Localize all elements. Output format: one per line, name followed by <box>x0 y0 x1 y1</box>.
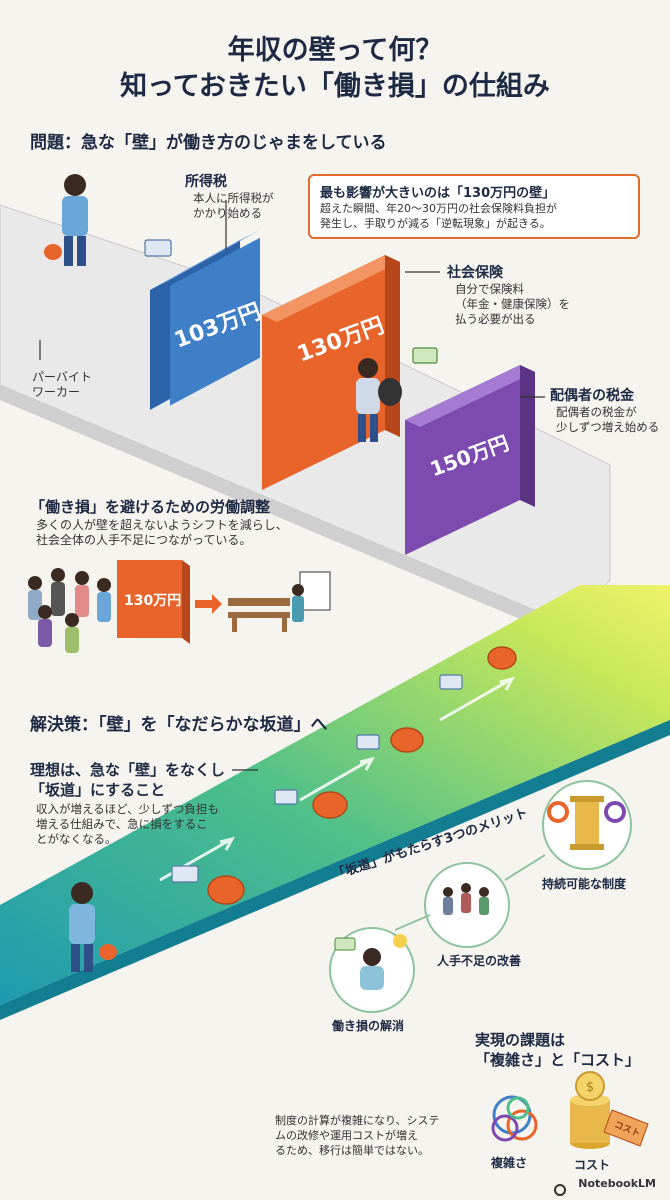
page-title-line1: 年収の壁って何？ <box>227 35 443 66</box>
brand-icon <box>554 1184 566 1196</box>
ideal-body: 収入が増えるほど、少しずつ負担も 増える仕組みで、急に損をするこ とがなくなる。 <box>36 802 219 846</box>
problem-heading: 問題：急な「壁」が働き方のじゃまをしている <box>30 133 387 153</box>
solution-heading: 解決策：「壁」を「なだらかな坂道」へ <box>30 715 328 735</box>
merit-1-label: 働き損の解消 <box>332 1019 405 1033</box>
income-tax-title: 所得税 <box>185 174 227 190</box>
merit-icon-person <box>334 934 407 990</box>
bench <box>228 598 290 632</box>
social-insurance-body: 自分で保険料 （年金・健康保険）を 払う必要が出る <box>455 282 570 326</box>
income-tax-body: 本人に所得税が かかり始める <box>193 191 274 220</box>
spouse-tax-title: 配偶者の税金 <box>550 388 634 404</box>
pointer-lines <box>39 200 545 771</box>
challenge-cost-label: コスト <box>574 1158 611 1172</box>
wall-130 <box>262 255 400 490</box>
wall-103 <box>150 230 260 410</box>
worker-bottom <box>69 882 117 972</box>
page-title-line2: 知っておきたい「働き損」の仕組み <box>120 71 550 102</box>
worker-climbing <box>356 358 402 442</box>
coin-stack-icon: $ <box>570 1071 649 1149</box>
merit-3-label: 持続可能な制度 <box>542 877 627 891</box>
tangle-icon <box>491 1095 538 1142</box>
challenge-complexity-label: 複雑さ <box>491 1156 528 1170</box>
ideal-title: 理想は、急な「壁」をなくし 「坂道」にすること <box>30 761 226 799</box>
merit-2-label: 人手不足の改善 <box>437 954 522 968</box>
wall-150 <box>405 365 535 555</box>
spouse-tax-body: 配偶者の税金が 少しずつ増え始める <box>556 405 660 434</box>
adjustment-scene <box>28 560 331 653</box>
challenges-heading: 実現の課題は 「複雑さ」と「コスト」 <box>475 1031 641 1069</box>
callout-title: 最も影響が大きいのは「130万円の壁」 <box>320 186 556 201</box>
challenges-body: 制度の計算が複雑になり、システ ムの改修や運用コストが増え るため、移行は簡単で… <box>275 1114 440 1157</box>
merit-icon-pillar <box>547 796 626 850</box>
adjustment-body: 多くの人が壁を超えないようシフトを減らし、 社会全体の人手不足につながっている。 <box>36 518 288 547</box>
worker-label: パーバイト ワーカー <box>32 370 92 399</box>
worker-top <box>44 174 88 266</box>
purses <box>207 646 517 905</box>
adjustment-heading: 「働き損」を避けるための労働調整 <box>30 498 271 516</box>
callout-body: 超えた瞬間、年20～30万円の社会保険料負担が 発生し、手取りが減る「逆転現象」… <box>320 202 557 230</box>
callout-130-wall: 最も影響が大きいのは「130万円の壁」 超えた瞬間、年20～30万円の社会保険料… <box>308 174 640 239</box>
svg-text:$: $ <box>586 1080 594 1095</box>
merit-icon-team <box>443 883 489 915</box>
brand-label: NotebookLM <box>578 1177 656 1190</box>
banknotes <box>144 239 463 883</box>
adjustment-wall-label: 130万円 <box>124 593 182 609</box>
social-insurance-title: 社会保険 <box>447 265 503 281</box>
